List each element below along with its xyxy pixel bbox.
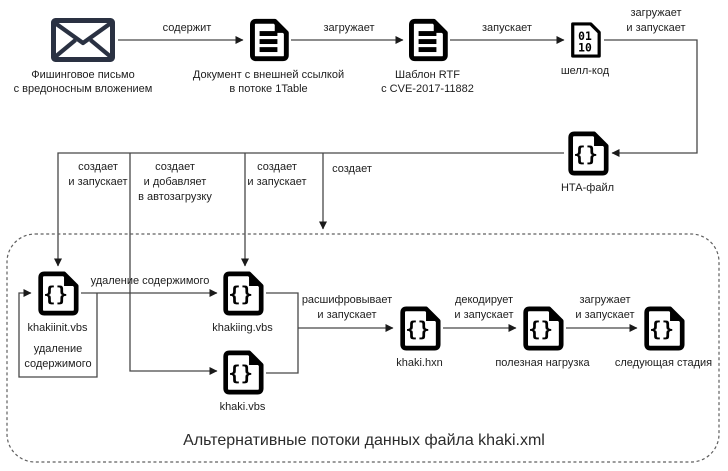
node-label-rtf: Шаблон RTF с CVE-2017-11882 (381, 69, 474, 95)
node-label-khakiing: khakiing.vbs (212, 322, 273, 334)
node-external-link-document: Документ с внешней ссылкой в потоке 1Tab… (193, 17, 344, 95)
node-khaki-hxn: khaki.hxn (396, 306, 443, 369)
edge-label-creates-launches-1: создает и запускает (68, 161, 128, 188)
node-label-extdoc: Документ с внешней ссылкой в потоке 1Tab… (192, 69, 345, 95)
ads-container-border (6, 233, 720, 463)
node-label-hta: НТА-файл (560, 182, 615, 194)
edge-label-downloads: загружает (323, 22, 375, 34)
document-icon (248, 17, 289, 63)
edge-label-creates-launches-2: создает и запускает (247, 161, 307, 188)
braces-file-icon (221, 350, 264, 395)
document-icon (407, 17, 448, 63)
node-khakiinit-vbs: khakiinit.vbs (28, 271, 87, 334)
node-label-phishing: Фишинговое письмо с вредоносным вложение… (13, 69, 153, 95)
binary-file-icon (568, 21, 602, 59)
braces-file-icon (221, 271, 264, 316)
braces-file-icon (642, 306, 685, 351)
braces-file-icon (36, 271, 79, 316)
ads-container-caption: Альтернативные потоки данных файла khaki… (183, 432, 545, 449)
node-next-stage: следующая стадия (615, 306, 712, 369)
node-label-khaki-vbs: khaki.vbs (219, 401, 266, 413)
edge-self-delete-loop (18, 289, 98, 378)
node-khaki-vbs: khaki.vbs (220, 350, 265, 413)
edge-label-creates-adds-autostart: создает и добавляет в автозагрузку (138, 161, 212, 203)
node-label-payload: полезная нагрузка (495, 357, 590, 369)
edge-label-downloads-launches-next: загружает и запускает (575, 294, 635, 321)
edge-hta-to-khakivbs-line (129, 153, 218, 375)
node-shellcode: шелл-код (561, 21, 609, 77)
edge-vbs-junction (266, 292, 299, 374)
node-label-next-stage: следующая стадия (614, 357, 713, 369)
envelope-icon (50, 17, 116, 63)
edge-shellcode-to-hta-line (604, 39, 698, 157)
node-phishing-email: Фишинговое письмо с вредоносным вложение… (14, 17, 152, 95)
node-label-khaki-hxn: khaki.hxn (396, 357, 443, 369)
edge-label-contains: содержит (162, 22, 212, 34)
braces-file-icon (398, 306, 441, 351)
node-label-khakiinit: khakiinit.vbs (27, 322, 88, 334)
edge-hta-to-khakiinit-line (54, 152, 564, 267)
edge-label-delete-content: удаление содержимого (90, 275, 210, 287)
node-rtf-template: Шаблон RTF с CVE-2017-11882 (381, 17, 474, 95)
edge-label-delete-content-loop: удаление содержимого (24, 343, 92, 370)
edge-label-decrypts-launches: расшифровывает и запускает (301, 294, 393, 321)
node-payload: полезная нагрузка (495, 306, 590, 369)
braces-file-icon (521, 306, 564, 351)
braces-file-icon (566, 131, 609, 176)
node-khakiing-vbs: khakiing.vbs (212, 271, 273, 334)
node-hta-file: НТА-файл (561, 131, 614, 194)
edge-label-downloads-launches-shellcode: загружает и запускает (626, 7, 686, 34)
edge-label-launches: запускает (482, 22, 532, 34)
node-label-shellcode: шелл-код (560, 65, 610, 77)
edge-label-creates: создает (332, 163, 372, 175)
edge-label-decodes-launches: декодирует и запускает (454, 294, 514, 321)
